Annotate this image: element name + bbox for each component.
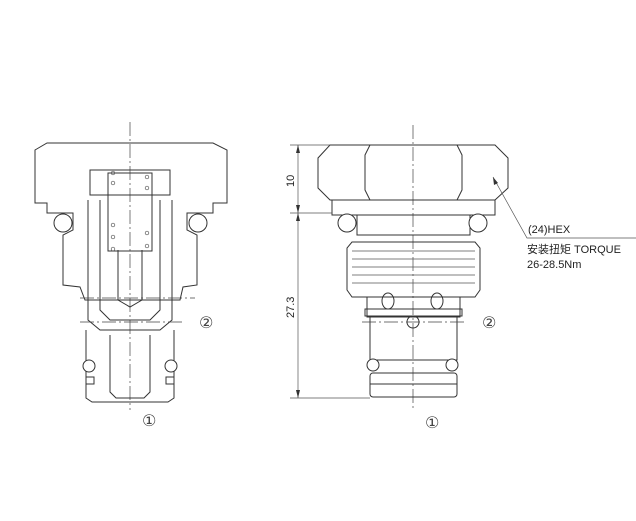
backup-ring [85,376,95,385]
o-ring [188,213,208,233]
lower-body [85,330,175,403]
dimension-lines [290,144,370,399]
port-2-label: ② [482,313,496,332]
port-hole [381,292,395,310]
upper-groove [366,296,461,318]
o-ring [445,358,459,372]
hex-flat-edge [456,144,463,201]
spring-chamber [107,172,153,252]
torque-value: 26-28.5Nm [527,259,581,271]
section-cap [34,142,228,301]
neck [356,214,471,236]
section-view: ② ① [34,122,228,430]
torque-label: 安装扭矩 TORQUE [527,242,621,256]
hex-flat-edge [364,144,371,201]
port-1-label: ① [142,411,156,430]
o-ring [337,213,357,233]
lower-body [369,315,458,361]
tip [369,372,458,398]
port-2-label: ② [199,313,213,332]
spring-coils [110,170,150,252]
sleeve [87,200,173,331]
o-ring [164,359,178,373]
poppet [117,250,143,308]
external-view: 10 27.3 (24)HEX 安装扭矩 TORQUE 26-28.5Nm ② … [285,125,636,432]
bore [109,335,151,399]
hex-size-label: (24)HEX [528,224,571,236]
thread-lines [352,250,475,284]
o-ring [468,213,488,233]
sleeve-inner [99,200,161,321]
dim-hex-height: 10 [285,175,297,187]
spring-housing [89,169,171,196]
backup-ring [165,376,175,385]
o-ring [53,213,73,233]
port-1-label: ① [425,413,439,432]
port-hole [430,292,444,310]
o-ring [82,359,96,373]
thread [346,241,481,298]
collar [364,308,463,317]
flange [331,199,496,216]
callout-arrow [493,177,498,185]
o-ring [366,358,380,372]
dim-body-length: 27.3 [285,297,297,318]
callout-leader [492,176,636,239]
